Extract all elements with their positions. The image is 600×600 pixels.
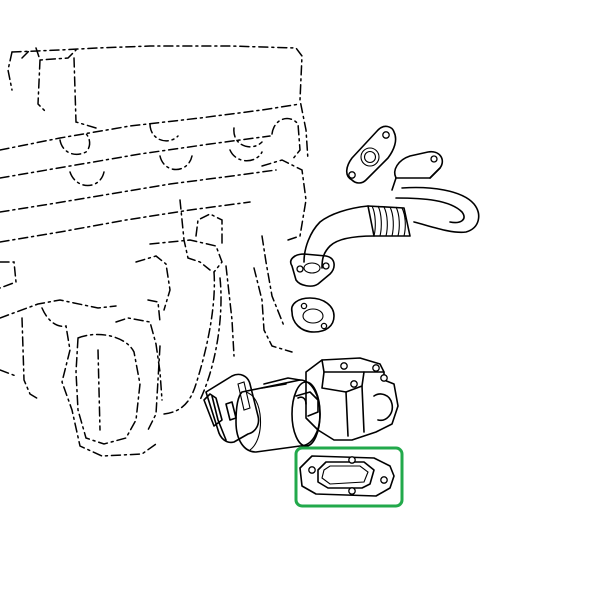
egr-pipe xyxy=(289,150,480,287)
egr-pipe-flange-gasket xyxy=(345,125,397,184)
egr-valve-assembly xyxy=(203,357,399,453)
engine-block xyxy=(0,45,309,457)
egr-pipe-lower-gasket xyxy=(290,297,335,333)
highlight-box xyxy=(294,446,404,508)
egr-valve-gasket xyxy=(299,455,395,497)
